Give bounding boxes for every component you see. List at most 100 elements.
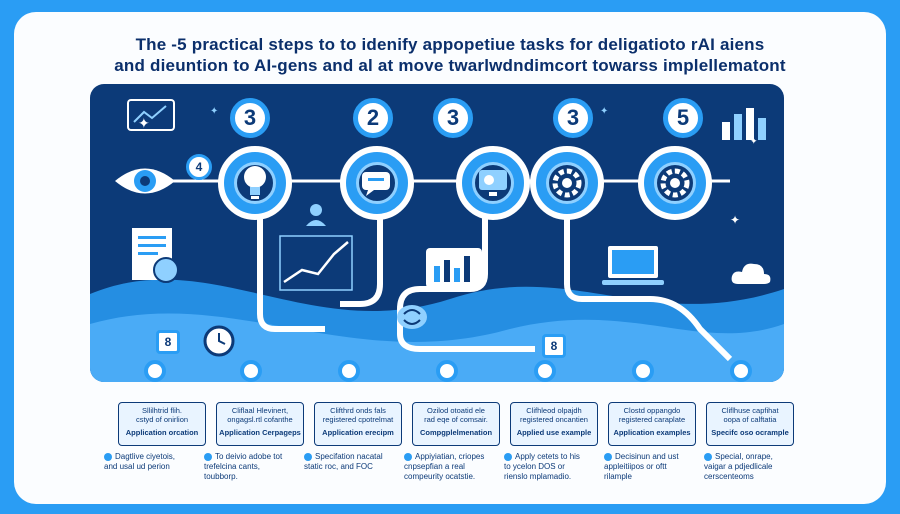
desc-4-line-3: compeurity ocatstie. (404, 472, 476, 481)
bar-chart-icon (722, 108, 766, 140)
label-3-line-1: Clifthrd onds fals (330, 406, 386, 415)
dashboard-icon (426, 248, 482, 288)
node-6 (632, 360, 654, 382)
marker-4-number: 4 (195, 160, 203, 174)
label-7-line-2: oopa of calftatia (723, 415, 777, 424)
label-6-line-1: Clostd oppangdo (623, 406, 681, 415)
step-2-badge: 2 (353, 98, 393, 138)
svg-text:✦: ✦ (730, 213, 740, 227)
label-2-sub: Application Cerpageps (219, 428, 301, 437)
bullet-icon (404, 452, 412, 461)
step-2-number: 2 (366, 105, 380, 130)
desc-7-line-2: vaigar a pdjedlicale (704, 462, 773, 471)
clock-icon (203, 325, 235, 357)
label-6-line-2: registered caraplate (618, 415, 686, 424)
desc-1-line-1: Dagtlive ciyetois, (115, 452, 176, 461)
label-6-sub: Application examples (613, 428, 691, 437)
desc-5-line-2: to ycelon DOS or (504, 462, 565, 471)
desc-6-line-1: Decisinun and ust (615, 452, 679, 461)
desc-3-line-1: Specifation nacatal (315, 452, 383, 461)
node-4 (436, 360, 458, 382)
step-desc-7: Special, onrape, vaigar a pdjedlicale ce… (704, 452, 796, 482)
node-1 (144, 360, 166, 382)
step-desc-2: To deivio adobe tot trefelcina cants, to… (204, 452, 296, 482)
marker-8-number-left: 8 (164, 335, 172, 349)
desc-2-line-1: To deivio adobe tot (215, 452, 283, 461)
desc-5-line-1: Apply cetets to his (515, 452, 580, 461)
monitor-icon (479, 170, 507, 196)
chat-icon (362, 172, 390, 196)
desc-2-line-2: trefelcina cants, (204, 462, 261, 471)
laptop-icon (602, 246, 664, 285)
diagram-panel: ✦ ✦ ✦ ✦ ✦ 3 2 3 3 5 4 (90, 84, 784, 382)
label-5-sub: Applied use example (516, 428, 592, 437)
wave-background: ✦ ✦ ✦ ✦ ✦ (90, 106, 784, 382)
step-desc-4: Appiyiatian, criopes cnpsepfian a real c… (404, 452, 496, 482)
step-1-number: 3 (243, 105, 257, 130)
label-5-line-2: registered oncantien (520, 415, 588, 424)
label-7-line-1: Cliflhuse capfihat (721, 406, 779, 415)
label-4-line-2: rad eqe of comsair. (424, 415, 488, 424)
desc-4-line-2: cnpsepfian a real (404, 462, 465, 471)
node-2 (240, 360, 262, 382)
desc-1-line-2: and usal ud perion (104, 462, 170, 471)
label-7-sub: Specifc oso ocrample (711, 428, 789, 437)
title-line-1: The -5 practical steps to to idenify app… (135, 35, 765, 54)
node-3 (338, 360, 360, 382)
desc-6-line-2: appleitiipos or oftt (604, 462, 667, 471)
label-4-sub: Compgplelmenation (419, 428, 493, 437)
step-ring-chat (340, 146, 414, 220)
step-1-badge: 3 (230, 98, 270, 138)
svg-text:✦: ✦ (138, 115, 150, 131)
label-5-line-1: Clifhleod olpajdh (526, 406, 582, 415)
marker-4-badge: 4 (186, 154, 212, 180)
bullet-icon (504, 452, 512, 461)
desc-3-line-2: static roc, and FOC (304, 462, 373, 471)
step-desc-5: Apply cetets to his to ycelon DOS or rie… (504, 452, 596, 482)
desc-5-line-3: rienslo mplamadio. (504, 472, 572, 481)
node-7 (730, 360, 752, 382)
svg-text:✦: ✦ (210, 106, 218, 117)
bullet-icon (304, 452, 312, 461)
label-3-sub: Application erecipm (322, 428, 394, 437)
step-desc-1: Dagtlive ciyetois, and usal ud perion (104, 452, 196, 472)
step-labels: Sllilhtrid flih. cstyd of onirlion Appli… (108, 402, 794, 446)
window-icon (127, 99, 175, 131)
bullet-icon (604, 452, 612, 461)
svg-text:✦: ✦ (750, 136, 758, 146)
user-icon (306, 204, 326, 226)
bullet-icon (704, 452, 712, 461)
desc-4-line-1: Appiyiatian, criopes (415, 452, 485, 461)
step-label-6: Clostd oppangdo registered caraplate App… (608, 402, 696, 446)
step-3-badge: 3 (433, 98, 473, 138)
cloud-icon (731, 263, 771, 284)
step-4-badge: 3 (553, 98, 593, 138)
step-4-number: 3 (566, 105, 580, 130)
step-label-2: Cliflaal Hlevinert, ongagsl.rtl cofanthe… (216, 402, 304, 446)
eye-icon (115, 168, 175, 194)
node-5 (534, 360, 556, 382)
bullet-icon (104, 452, 112, 461)
marker-8-number-right: 8 (550, 339, 558, 353)
step-desc-3: Specifation nacatal static roc, and FOC (304, 452, 396, 472)
svg-text:✦: ✦ (600, 106, 608, 117)
page-title: The -5 practical steps to to idenify app… (14, 34, 886, 76)
gear-icon-2 (660, 168, 690, 198)
label-2-line-2: ongagsl.rtl cofanthe (227, 415, 293, 424)
step-label-5: Clifhleod olpajdh registered oncantien A… (510, 402, 598, 446)
step-label-1: Sllilhtrid flih. cstyd of onirlion Appli… (118, 402, 206, 446)
desc-7-line-1: Special, onrape, (715, 452, 773, 461)
step-5-number: 5 (676, 105, 690, 130)
step-descriptions: Dagtlive ciyetois, and usal ud perion To… (100, 452, 800, 492)
title-line-2: and dieuntion to AI-gens and al at move … (114, 56, 786, 75)
step-label-4: Ozilod otoatid ele rad eqe of comsair. C… (412, 402, 500, 446)
label-2-line-1: Cliflaal Hlevinert, (231, 406, 289, 415)
label-4-line-1: Ozilod otoatid ele (427, 406, 485, 415)
brain-icon (397, 305, 427, 329)
label-1-sub: Application orcation (125, 428, 199, 437)
label-1-line-2: cstyd of onirlion (135, 415, 189, 424)
desc-6-line-3: rilample (604, 472, 633, 481)
chart-icon (279, 235, 353, 291)
label-3-line-2: registered cpotrelmat (322, 415, 394, 424)
marker-8-badge-left: 8 (156, 330, 180, 354)
